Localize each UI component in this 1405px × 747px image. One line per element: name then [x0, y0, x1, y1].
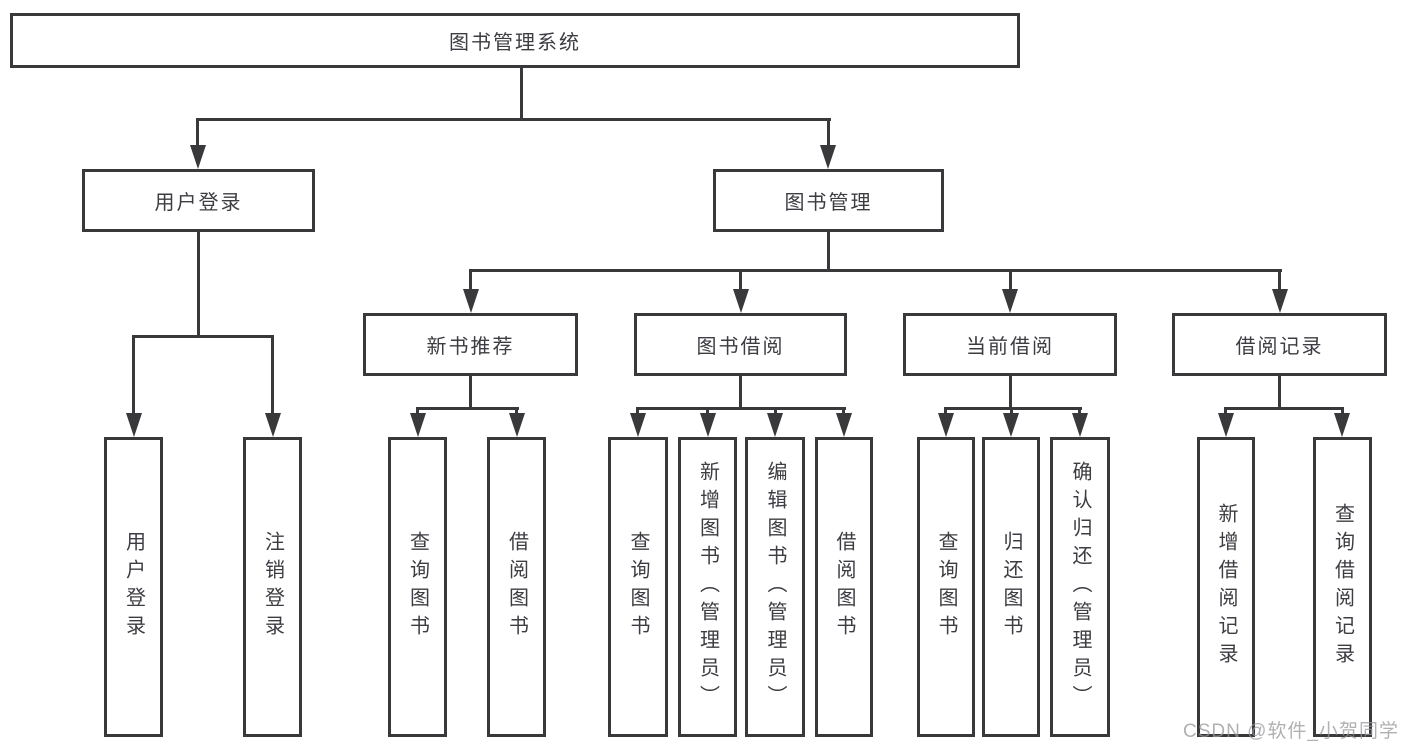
node-query-books-recommend: 查询图书: [388, 437, 447, 737]
node-borrow-records: 借阅记录: [1172, 313, 1387, 376]
node-add-book-admin: 新增图书（管理员）: [678, 437, 737, 737]
arrow-down-icon: [126, 413, 142, 437]
arrow-down-icon: [1272, 289, 1288, 313]
arrow-down-icon: [410, 413, 426, 437]
connector-vline: [1278, 376, 1281, 410]
arrow-down-icon: [1072, 413, 1088, 437]
arrow-down-icon: [700, 413, 716, 437]
arrow-down-icon: [1218, 413, 1234, 437]
connector-vline: [469, 376, 472, 410]
arrow-down-icon: [767, 413, 783, 437]
node-book-management: 图书管理: [713, 169, 944, 232]
node-current-borrow: 当前借阅: [903, 313, 1117, 376]
connector-hline: [636, 407, 846, 410]
connector-hline: [1224, 407, 1344, 410]
connector-hline: [944, 407, 1082, 410]
connector-vline: [197, 232, 200, 335]
watermark: CSDN @软件_小贺同学: [1183, 721, 1399, 742]
node-confirm-return-admin: 确认归还（管理员）: [1050, 437, 1110, 737]
connector-vline: [827, 232, 830, 272]
connector-hline: [469, 269, 1282, 272]
node-book-borrow: 图书借阅: [634, 313, 847, 376]
arrow-down-icon: [1002, 289, 1018, 313]
node-edit-book-admin: 编辑图书（管理员）: [745, 437, 805, 737]
connector-vline: [271, 335, 274, 419]
node-return-books: 归还图书: [982, 437, 1040, 737]
connector-vline: [469, 269, 472, 295]
node-library-system: 图书管理系统: [10, 13, 1020, 68]
arrow-down-icon: [1003, 413, 1019, 437]
node-query-books-borrow: 查询图书: [608, 437, 668, 737]
node-query-books-current: 查询图书: [917, 437, 975, 737]
arrow-down-icon: [190, 145, 206, 169]
arrow-down-icon: [463, 289, 479, 313]
node-user-login-leaf: 用户登录: [104, 437, 163, 737]
node-query-borrow-record: 查询借阅记录: [1313, 437, 1372, 737]
arrow-down-icon: [820, 145, 836, 169]
connector-vline: [1009, 269, 1012, 295]
arrow-down-icon: [265, 413, 281, 437]
arrow-down-icon: [938, 413, 954, 437]
arrow-down-icon: [630, 413, 646, 437]
node-borrow-books-recommend: 借阅图书: [487, 437, 546, 737]
arrow-down-icon: [1334, 413, 1350, 437]
node-logout: 注销登录: [243, 437, 302, 737]
connector-vline: [739, 269, 742, 295]
connector-vline: [1278, 269, 1281, 295]
connector-vline: [827, 118, 830, 151]
connector-vline: [132, 335, 135, 419]
connector-vline: [1009, 376, 1012, 410]
connector-vline: [739, 376, 742, 410]
node-add-borrow-record: 新增借阅记录: [1197, 437, 1255, 737]
node-borrow-books-leaf: 借阅图书: [815, 437, 873, 737]
connector-vline: [196, 118, 199, 151]
node-new-book-recommend: 新书推荐: [363, 313, 578, 376]
arrow-down-icon: [509, 413, 525, 437]
node-user-login: 用户登录: [82, 169, 315, 232]
connector-hline: [416, 407, 519, 410]
connector-vline: [520, 68, 523, 120]
arrow-down-icon: [733, 289, 749, 313]
connector-hline: [197, 118, 831, 121]
connector-hline: [132, 335, 274, 338]
arrow-down-icon: [836, 413, 852, 437]
